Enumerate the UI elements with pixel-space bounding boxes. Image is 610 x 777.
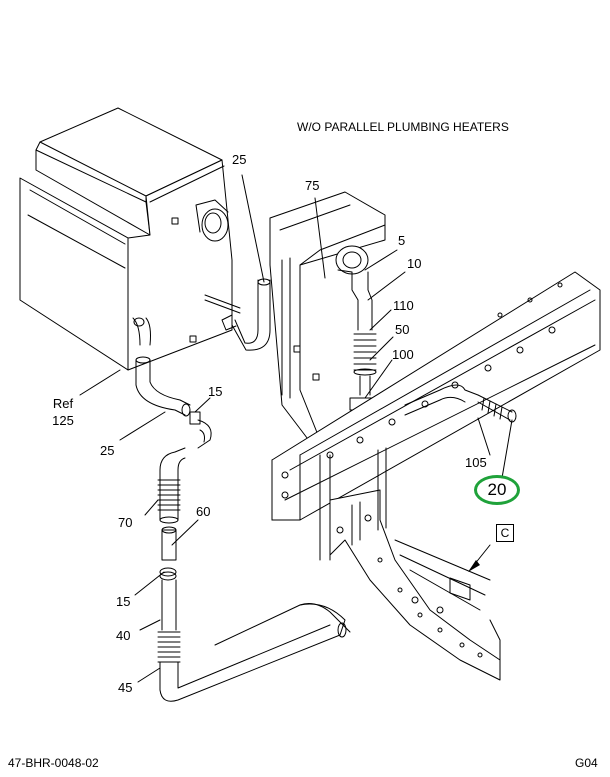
callout-25-mid: 25: [100, 443, 115, 458]
callout-15-low: 15: [116, 594, 131, 609]
frame-rail: [271, 271, 601, 521]
drawing-number: 47-BHR-0048-02: [8, 756, 99, 770]
tube-60: [161, 526, 177, 561]
callout-70: 70: [118, 515, 133, 530]
hose-70: [157, 447, 186, 524]
callout-10: 10: [407, 256, 422, 271]
arrow-head-icon: [468, 560, 480, 572]
ref-label: Ref: [52, 396, 74, 411]
callout-75: 75: [305, 178, 320, 193]
leader-lines: [79, 174, 513, 683]
cross-member: [319, 447, 501, 681]
callout-40: 40: [116, 628, 131, 643]
tube-40: [157, 579, 181, 663]
clamp-15-lower: [159, 567, 177, 581]
hose-105: [404, 384, 517, 423]
highlight-circle: [474, 475, 520, 505]
callout-15-top: 15: [208, 384, 223, 399]
hose-45: [159, 603, 351, 702]
view-c-box: C: [496, 524, 514, 542]
callout-50: 50: [395, 322, 410, 337]
hose-25-upper: [221, 278, 271, 351]
callout-105: 105: [465, 455, 487, 470]
sheet-code: G04: [575, 756, 598, 770]
callout-25-top: 25: [232, 152, 247, 167]
callout-125: 125: [52, 413, 74, 428]
callout-100: 100: [392, 347, 414, 362]
heater-unit: [19, 107, 241, 371]
callout-60: 60: [196, 504, 211, 519]
diagram-title: W/O PARALLEL PLUMBING HEATERS: [297, 120, 509, 134]
elbow-fitting: [189, 411, 212, 449]
hose-25-lower: [135, 356, 191, 417]
callout-5: 5: [398, 233, 406, 248]
callout-45: 45: [118, 680, 133, 695]
callout-20: 20: [487, 480, 507, 499]
callout-110: 110: [393, 298, 414, 313]
